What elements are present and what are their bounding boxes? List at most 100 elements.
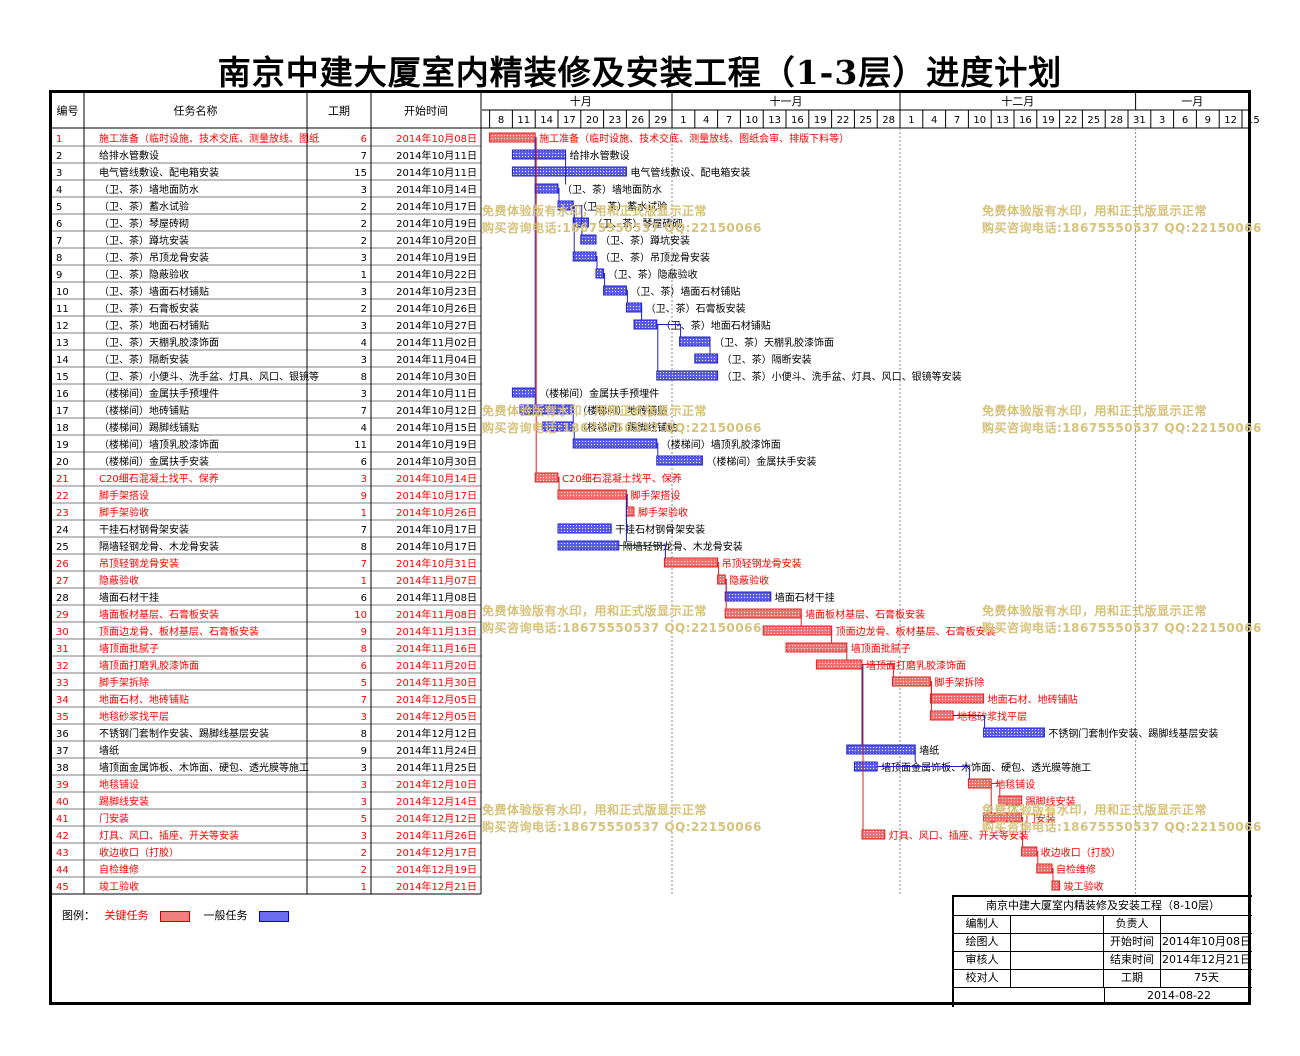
day-label: 1 bbox=[908, 115, 914, 126]
bar-label: 电气管线敷设、配电箱安装 bbox=[630, 166, 750, 179]
dependency-link bbox=[1036, 851, 1039, 865]
task-name: 墙顶面金属饰板、木饰面、硬包、透光膜等施工 bbox=[99, 761, 309, 774]
task-no: 4 bbox=[56, 185, 62, 196]
task-bar bbox=[489, 132, 536, 143]
title-block-row: 审核人 结束时间 2014年12月21日 bbox=[954, 951, 1252, 970]
task-name: 电气管线敷设、配电箱安装 bbox=[99, 166, 219, 179]
day-label: 8 bbox=[498, 115, 504, 126]
task-bar bbox=[1021, 846, 1038, 857]
watermark-line: 购买咨询电话:18675550537 QQ:22150066 bbox=[982, 621, 1262, 635]
watermark-line: 购买咨询电话:18675550537 QQ:22150066 bbox=[982, 421, 1262, 435]
header-start: 开始时间 bbox=[404, 104, 448, 118]
dependency-link bbox=[535, 137, 537, 474]
task-no: 1 bbox=[56, 134, 62, 145]
task-bar bbox=[853, 761, 878, 772]
task-name: （卫、茶）天棚乳胶漆饰面 bbox=[99, 336, 219, 349]
task-duration: 1 bbox=[361, 270, 367, 281]
task-bar bbox=[785, 642, 848, 653]
gantt-frame bbox=[49, 90, 1251, 1005]
legend: 图例： 关键任务 一般任务 bbox=[62, 907, 289, 923]
task-duration: 6 bbox=[361, 134, 367, 145]
task-name: 吊顶轻钢龙骨安装 bbox=[99, 557, 179, 570]
watermark-line: 免费体验版有水印，用和正式版显示正常 bbox=[982, 604, 1208, 618]
task-duration: 3 bbox=[361, 253, 367, 264]
bar-label: （楼梯间）金属扶手安装 bbox=[706, 455, 816, 468]
task-start: 2014年10月15日 bbox=[396, 421, 477, 434]
task-bar bbox=[572, 438, 658, 449]
day-label: 13 bbox=[996, 115, 1009, 126]
task-duration: 7 bbox=[361, 406, 367, 417]
task-name: 不锈钢门套制作安装、踢脚线基层安装 bbox=[99, 727, 269, 740]
watermark-line: 免费体验版有水印，用和正式版显示正常 bbox=[482, 604, 708, 618]
day-label: 9 bbox=[1205, 115, 1211, 126]
day-label: 6 bbox=[1182, 115, 1188, 126]
task-duration: 7 bbox=[361, 695, 367, 706]
task-duration: 4 bbox=[361, 423, 367, 434]
task-no: 22 bbox=[56, 491, 69, 502]
dependency-link bbox=[603, 273, 606, 287]
task-no: 38 bbox=[56, 763, 69, 774]
task-no: 27 bbox=[56, 576, 69, 587]
legend-critical-swatch bbox=[160, 910, 190, 922]
task-name: 竣工验收 bbox=[99, 880, 139, 893]
bar-label: 墙纸 bbox=[919, 744, 939, 757]
task-no: 44 bbox=[56, 865, 69, 876]
task-no: 23 bbox=[56, 508, 69, 519]
task-no: 41 bbox=[56, 814, 69, 825]
task-name: 墙纸 bbox=[99, 744, 119, 757]
task-start: 2014年12月14日 bbox=[396, 795, 477, 808]
title-block-project: 南京中建大厦室内精装修及安装工程（8-10层） bbox=[986, 899, 1220, 912]
task-bar bbox=[717, 574, 726, 585]
task-start: 2014年12月19日 bbox=[396, 863, 477, 876]
task-bar bbox=[557, 540, 620, 551]
dependency-link bbox=[862, 664, 894, 678]
bar-label: （卫、茶）隔断安装 bbox=[722, 353, 812, 366]
task-name: 脚手架搭设 bbox=[99, 489, 149, 502]
bar-label: （卫、茶）蓄水试验 bbox=[577, 200, 667, 213]
task-name: （楼梯间）地砖铺贴 bbox=[99, 404, 189, 417]
watermark-line: 免费体验版有水印，用和正式版显示正常 bbox=[982, 803, 1208, 817]
dependency-link bbox=[573, 426, 575, 440]
task-duration: 2 bbox=[361, 236, 367, 247]
end-value: 2014年12月21日 bbox=[1162, 953, 1251, 966]
dependency-link bbox=[725, 579, 727, 610]
task-bar bbox=[815, 659, 863, 670]
day-label: 15 bbox=[1247, 115, 1260, 126]
task-name: （卫、茶）吊顶龙骨安装 bbox=[99, 251, 209, 264]
day-label: 16 bbox=[1019, 115, 1032, 126]
day-label: 16 bbox=[791, 115, 804, 126]
bar-label: 隐蔽验收 bbox=[729, 574, 769, 587]
task-no: 2 bbox=[56, 151, 62, 162]
task-no: 35 bbox=[56, 712, 69, 723]
task-duration: 3 bbox=[361, 831, 367, 842]
task-name: （卫、茶）地面石材铺贴 bbox=[99, 319, 209, 332]
day-label: 25 bbox=[859, 115, 872, 126]
task-start: 2014年10月19日 bbox=[396, 217, 477, 230]
task-bar bbox=[603, 285, 627, 296]
bar-label: （卫、茶）墙地面防水 bbox=[562, 183, 662, 196]
task-bar bbox=[983, 727, 1045, 738]
dependency-link bbox=[656, 443, 659, 457]
bar-label: （卫、茶）吊顶龙骨安装 bbox=[600, 251, 710, 264]
task-name: 门安装 bbox=[99, 812, 129, 825]
task-bar bbox=[724, 591, 772, 602]
task-bar bbox=[511, 166, 627, 177]
day-label: 28 bbox=[882, 115, 895, 126]
task-start: 2014年11月24日 bbox=[396, 744, 477, 757]
task-bar bbox=[967, 778, 992, 789]
task-name: 干挂石材钢骨架安装 bbox=[99, 523, 189, 536]
task-duration: 3 bbox=[361, 185, 367, 196]
month-label: 十月 bbox=[570, 94, 592, 108]
task-start: 2014年10月08日 bbox=[396, 132, 477, 145]
task-bar bbox=[891, 676, 931, 687]
task-name: 自检维修 bbox=[99, 863, 139, 876]
task-start: 2014年10月17日 bbox=[396, 540, 477, 553]
task-name: 脚手架验收 bbox=[99, 506, 149, 519]
task-duration: 10 bbox=[354, 610, 367, 621]
legend-normal-swatch bbox=[259, 910, 289, 922]
task-bar bbox=[1036, 863, 1053, 874]
task-duration: 6 bbox=[361, 457, 367, 468]
task-start: 2014年10月22日 bbox=[396, 268, 477, 281]
bar-label: （卫、茶）天棚乳胶漆饰面 bbox=[714, 336, 834, 349]
